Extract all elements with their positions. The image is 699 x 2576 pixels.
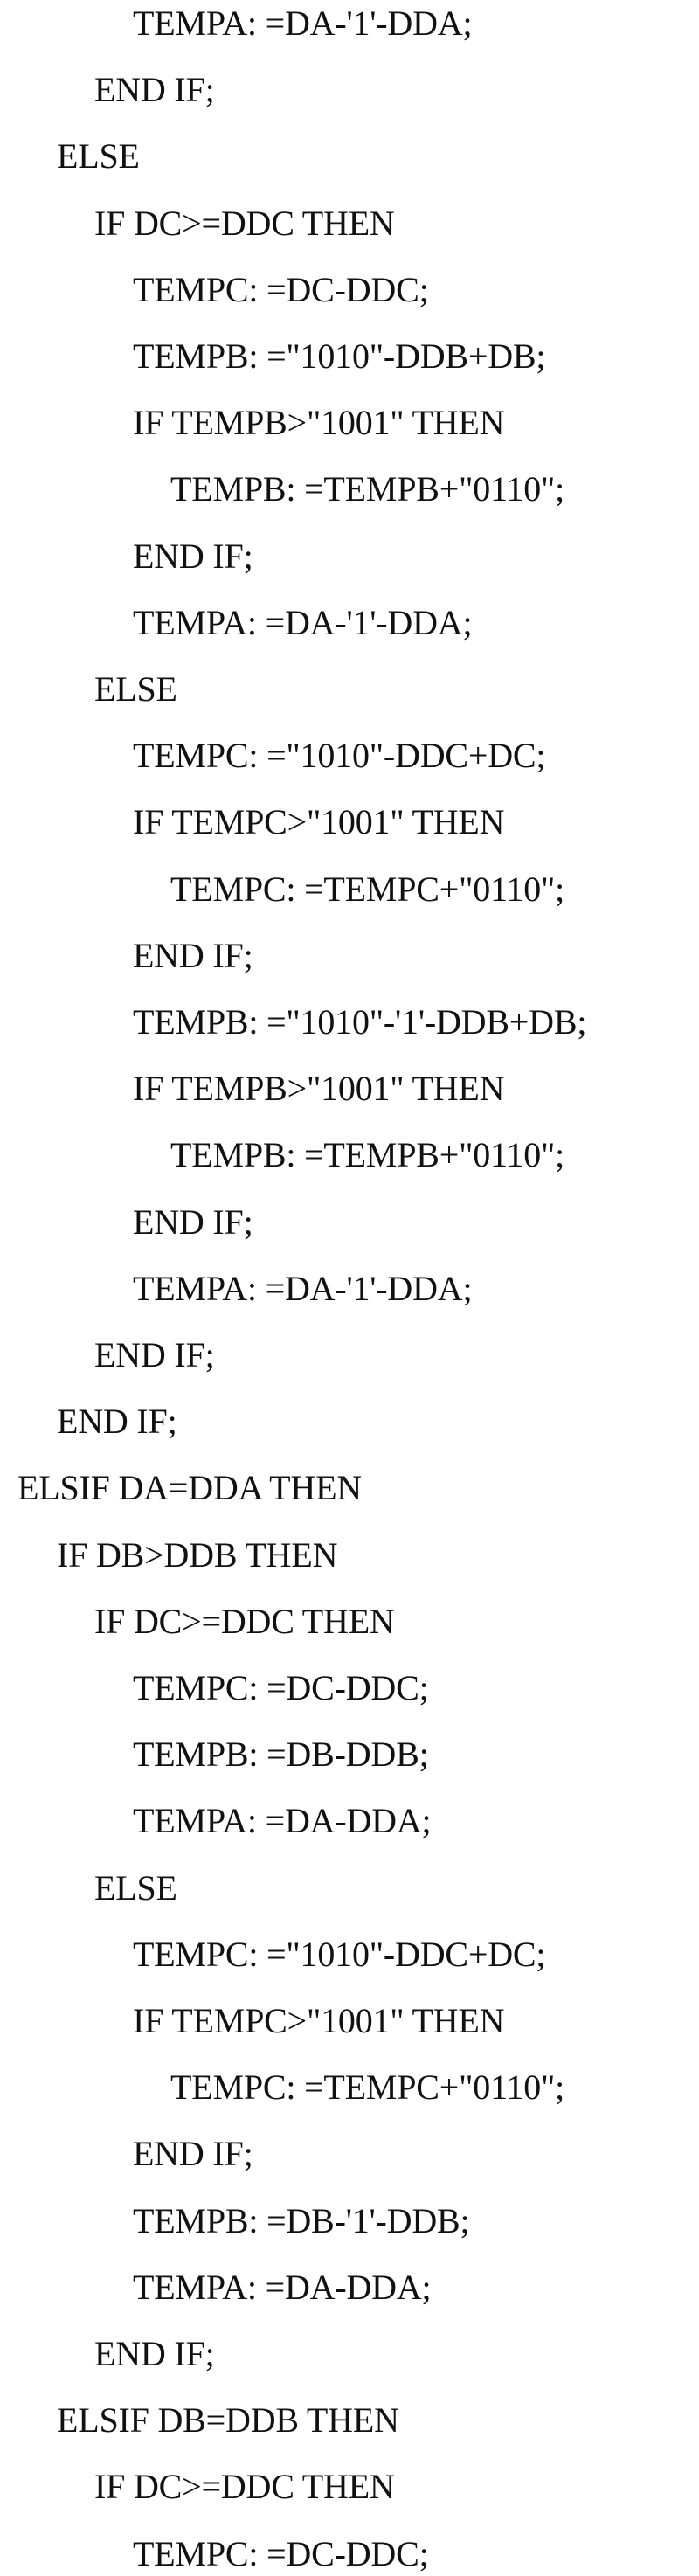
code-line: ELSIF DA=DDA THEN: [17, 1468, 362, 1508]
code-line: END IF;: [94, 70, 215, 110]
code-line: IF DC>=DDC THEN: [94, 2467, 395, 2507]
code-line: TEMPA: =DA-'1'-DDA;: [133, 602, 473, 642]
code-line: TEMPC: =TEMPC+"0110";: [170, 869, 565, 909]
code-line: TEMPC: =DC-DDC;: [133, 269, 429, 309]
code-line: END IF;: [133, 1201, 253, 1242]
code-line: TEMPB: =TEMPB+"0110";: [170, 469, 565, 509]
code-line: TEMPB: =DB-DDB;: [133, 1735, 429, 1775]
code-line: IF TEMPC>"1001" THEN: [133, 2001, 505, 2040]
code-line: END IF;: [133, 935, 253, 975]
code-line: TEMPC: =DC-DDC;: [133, 2533, 429, 2573]
code-line: TEMPA: =DA-'1'-DDA;: [133, 3, 473, 43]
code-line: IF DC>=DDC THEN: [94, 203, 395, 243]
code-line: TEMPB: =TEMPB+"0110";: [170, 1135, 565, 1175]
code-line: IF DC>=DDC THEN: [94, 1601, 395, 1641]
code-line: ELSE: [94, 1867, 177, 1908]
code-line: TEMPC: ="1010"-DDC+DC;: [133, 1934, 546, 1974]
code-line: IF TEMPC>"1001" THEN: [133, 802, 505, 842]
code-line: ELSIF DB=DDB THEN: [57, 2400, 399, 2441]
code-line: IF TEMPB>"1001" THEN: [133, 1069, 505, 1109]
code-line: TEMPC: =TEMPC+"0110";: [170, 2067, 565, 2108]
code-line: TEMPA: =DA-DDA;: [133, 2267, 432, 2307]
code-line: IF DB>DDB THEN: [57, 1534, 338, 1575]
code-line: END IF;: [94, 2334, 215, 2373]
code-line: ELSE: [94, 669, 177, 709]
code-line: END IF;: [133, 2134, 253, 2174]
code-line: TEMPB: ="1010"-DDB+DB;: [133, 336, 546, 376]
code-line: TEMPC: ="1010"-DDC+DC;: [133, 736, 546, 776]
code-line: IF TEMPB>"1001" THEN: [133, 403, 505, 443]
code-line: TEMPA: =DA-'1'-DDA;: [133, 1268, 473, 1308]
code-line: END IF;: [133, 536, 253, 576]
code-line: ELSE: [57, 136, 140, 177]
code-line: TEMPC: =DC-DDC;: [133, 1668, 429, 1707]
code-line: END IF;: [94, 1335, 215, 1375]
code-line: TEMPA: =DA-DDA;: [133, 1801, 432, 1841]
code-line: TEMPB: =DB-'1'-DDB;: [133, 2200, 470, 2240]
code-line: TEMPB: ="1010"-'1'-DDB+DB;: [133, 1002, 587, 1042]
code-line: END IF;: [57, 1402, 177, 1442]
